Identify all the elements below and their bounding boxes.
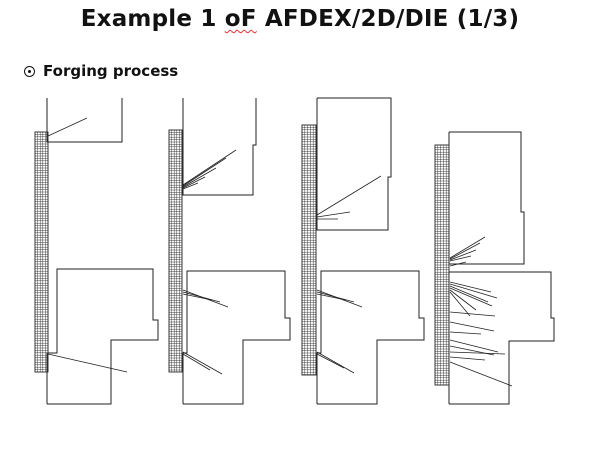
upper-die xyxy=(182,98,257,196)
bullet-item: Forging process xyxy=(24,62,178,80)
lower-die xyxy=(182,270,291,405)
circle-dot-bullet-icon xyxy=(24,65,35,77)
upper-die xyxy=(316,97,392,231)
stage-2 xyxy=(168,98,291,405)
upper-die xyxy=(448,131,525,265)
title-part-1: Example 1 xyxy=(80,6,225,32)
flow-lines xyxy=(449,236,513,387)
mesh-grid xyxy=(168,129,183,373)
title-part-2: AFDEX/2D/DIE (1/3) xyxy=(256,6,520,32)
slide-title: Example 1 oF AFDEX/2D/DIE (1/3) xyxy=(0,6,600,32)
flow-lines xyxy=(316,175,382,374)
flow-lines xyxy=(182,149,237,375)
flow-lines xyxy=(47,117,128,373)
stage-3 xyxy=(301,97,425,405)
lower-die xyxy=(448,271,555,405)
upper-die xyxy=(46,98,123,143)
title-spellcheck-word: oF xyxy=(224,6,257,32)
lower-die xyxy=(46,268,159,405)
lower-die xyxy=(316,270,425,405)
bullet-text: Forging process xyxy=(43,62,179,80)
stage-4 xyxy=(434,131,555,405)
mesh-grid xyxy=(434,144,450,386)
mesh-grid xyxy=(34,131,49,373)
mesh-grid xyxy=(301,124,317,376)
stage-1 xyxy=(34,98,159,405)
